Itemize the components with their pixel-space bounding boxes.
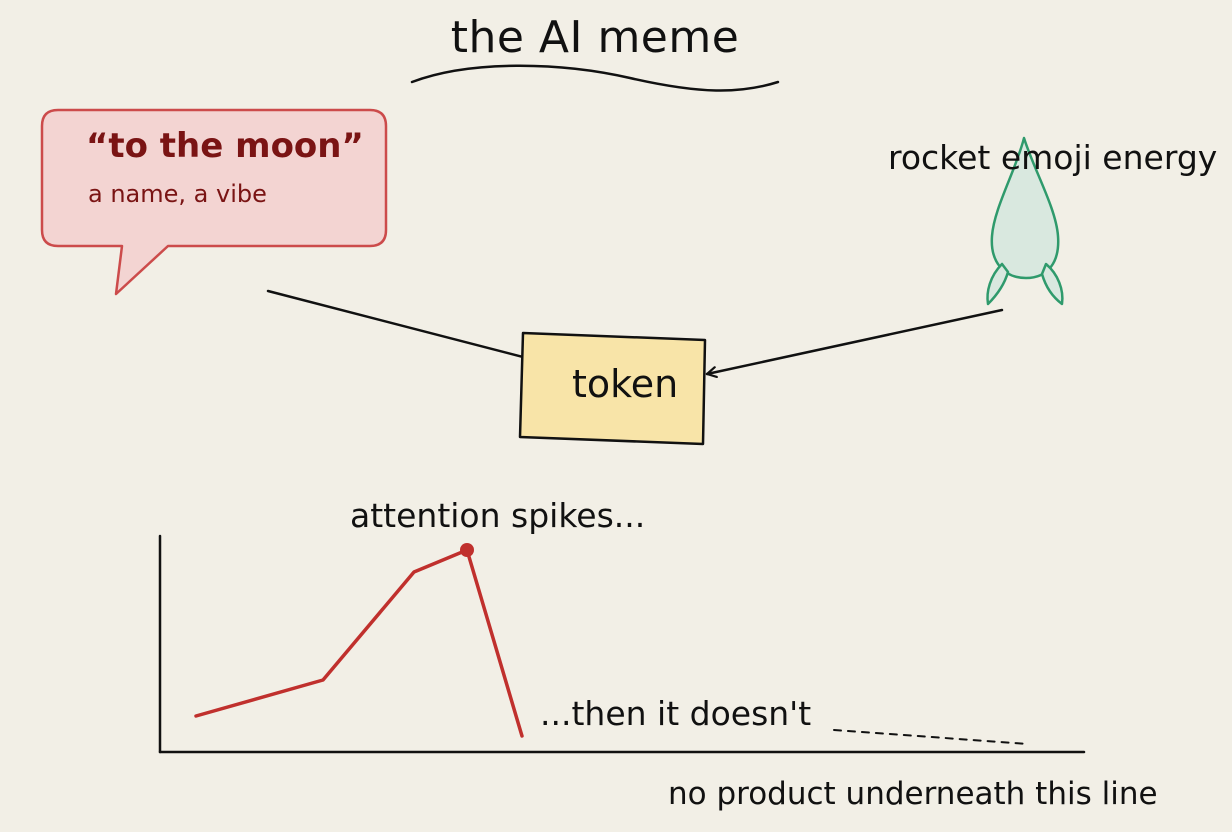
arrow-bubble-to-token — [266, 289, 552, 364]
rocket-icon — [986, 136, 1064, 306]
bubble-quote-text: “to the moon” — [86, 126, 364, 166]
arrow-rocket-to-token — [705, 308, 1004, 374]
token-box — [518, 331, 707, 446]
attention-peak-dot — [460, 543, 474, 557]
rocket-label: rocket emoji energy — [888, 138, 1218, 177]
token-label: token — [572, 362, 679, 406]
title-underline — [410, 64, 780, 92]
axis-caption: no product underneath this line — [668, 776, 1158, 812]
drop-label: ...then it doesn't — [540, 694, 812, 733]
speech-bubble — [40, 108, 388, 296]
page-title: the AI meme — [450, 12, 740, 63]
bubble-subtitle-text: a name, a vibe — [88, 180, 267, 208]
attention-curve — [194, 548, 524, 738]
spike-label: attention spikes... — [350, 496, 646, 535]
dashed-tail — [833, 729, 1029, 745]
